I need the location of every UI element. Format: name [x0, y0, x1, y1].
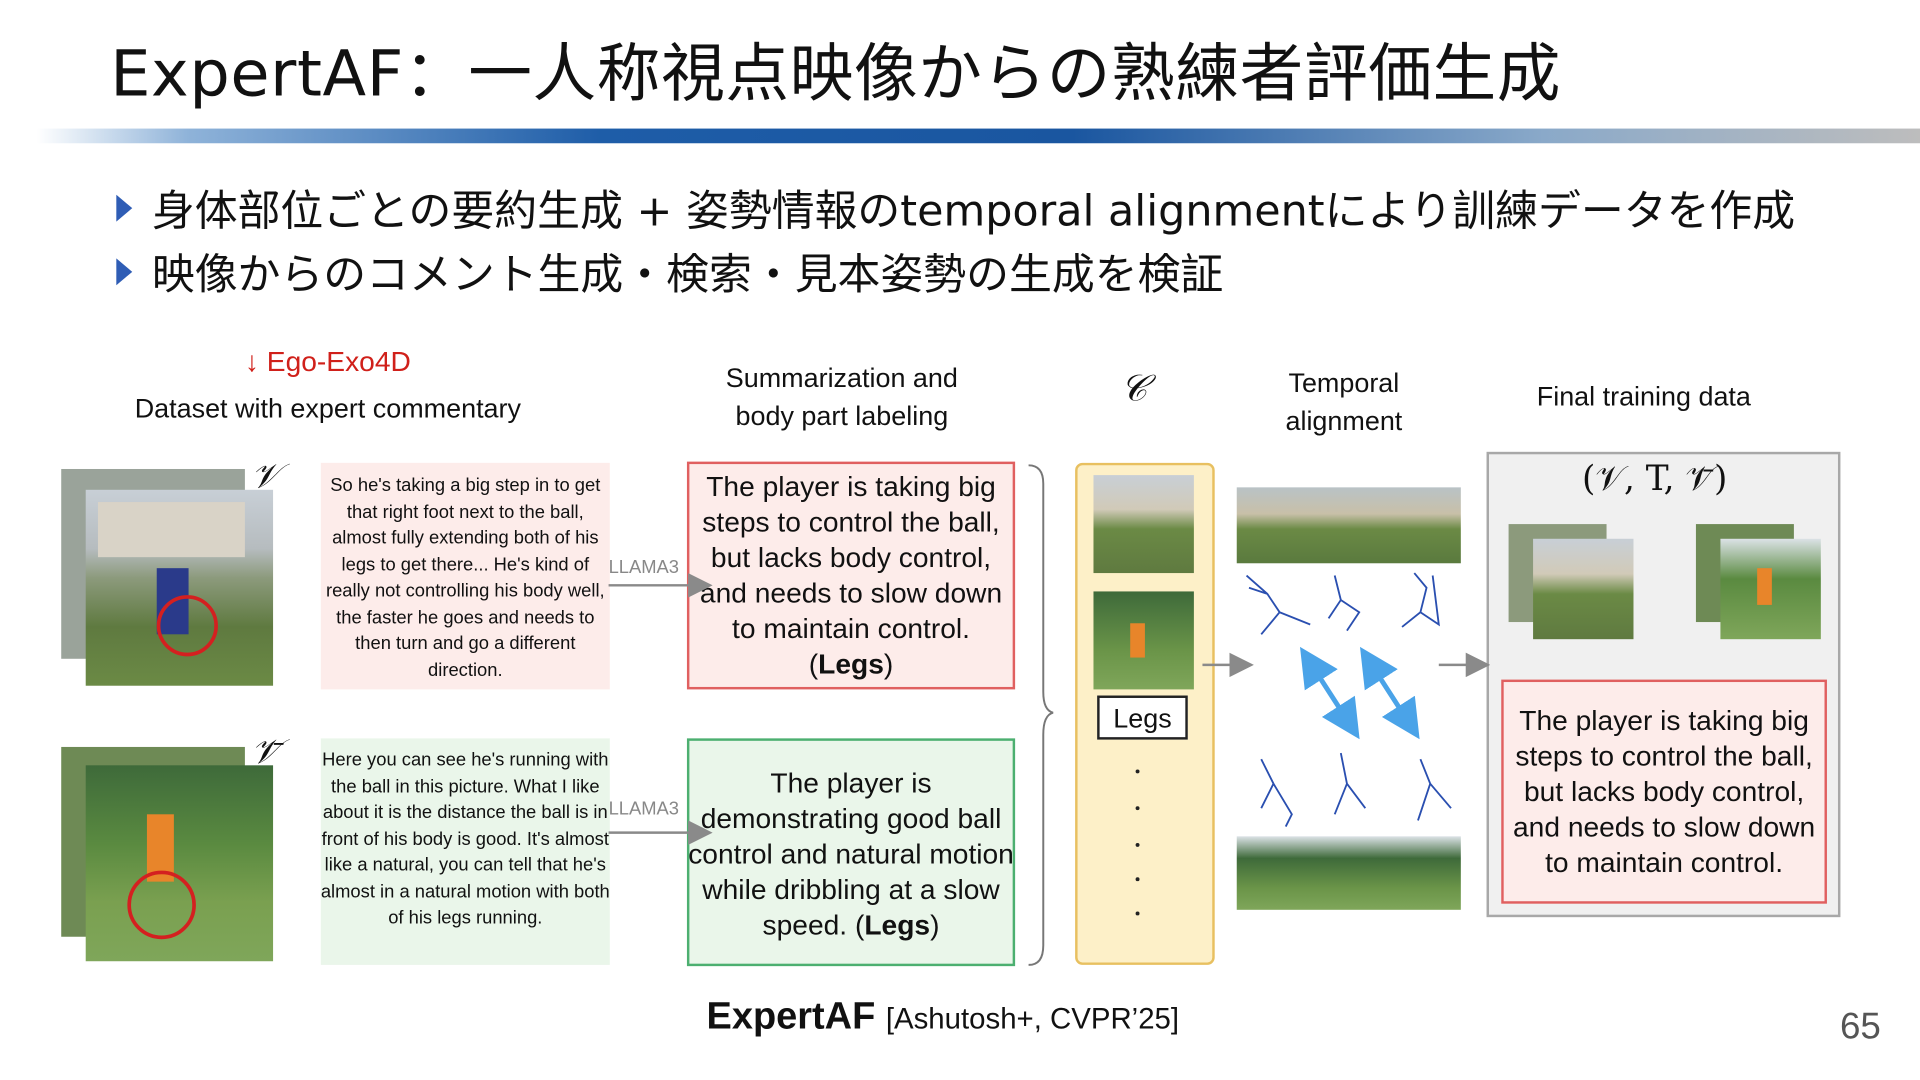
summary-bottom-text: The player is demonstrating good ball co… [688, 765, 1014, 940]
temporal-label: Temporal alignment [1285, 367, 1403, 436]
final-frame-2 [1720, 538, 1821, 640]
footer-name: ExpertAF [706, 994, 876, 1038]
commentary-bottom: Here you can see he's running with the b… [320, 749, 610, 929]
triple-symbol: (𝒱, T, 𝒱̄) [1582, 457, 1728, 499]
bullet-triangle-icon [116, 257, 133, 285]
vbar-symbol: 𝒱̄ [251, 731, 280, 772]
legs-tag-bottom: Legs [864, 907, 931, 940]
footer-cite: [Ashutosh+, CVPR’25] [885, 1002, 1180, 1036]
bullet-2-text: 映像からのコメント生成・検索・見本姿勢の生成を検証 [151, 251, 1224, 301]
summary-top-box [686, 461, 1016, 690]
c-symbol: 𝒞 [1120, 367, 1148, 411]
align-arrow-2 [1360, 646, 1420, 740]
legs-tag-top: Legs [818, 647, 884, 680]
v-symbol: 𝒱 [251, 455, 280, 496]
bullet-triangle-icon [116, 194, 133, 222]
legs-box-text: Legs [1113, 702, 1172, 733]
commentary-top-bg [320, 462, 610, 690]
final-label: Final training data [1536, 380, 1751, 412]
summary-top: The player is taking big steps to contro… [699, 470, 1003, 680]
summary-bottom: The player is demonstrating good ball co… [688, 765, 1014, 940]
brace [1028, 464, 1054, 966]
bullet-1-text: 身体部位ごとの要約生成 + 姿勢情報のtemporal alignmentにより… [151, 187, 1796, 237]
dataset-label: Dataset with expert commentary [134, 393, 521, 424]
ego-exo-label: ↓ Ego-Exo4D [244, 345, 411, 378]
skeletons-bottom [1260, 752, 1452, 827]
summary-top-text: The player is taking big steps to contro… [699, 470, 1003, 645]
temporal-frames-top [1236, 487, 1461, 564]
final-frame-1 [1533, 538, 1634, 640]
legs-label-box [1097, 695, 1188, 740]
slide-title: ExpertAF：一人称視点映像からの熟練者評価生成 [110, 37, 1562, 112]
llama-label-top: LLAMA3 [608, 557, 680, 578]
footer-citation: ExpertAF [Ashutosh+, CVPR’25] [707, 994, 1180, 1038]
c-frame-1 [1093, 475, 1194, 574]
title-underline [36, 128, 1920, 144]
c-frame-2 [1093, 591, 1194, 690]
commentary-bottom-bg [320, 738, 610, 965]
c-dots [1135, 769, 1140, 916]
commentary-top: So he's taking a big step in to get that… [325, 475, 605, 681]
video-frame-bottom [85, 765, 274, 962]
skeletons-top [1245, 572, 1440, 635]
video-frame-top [85, 489, 274, 686]
align-arrow-1 [1300, 646, 1360, 740]
bullet-1: 身体部位ごとの要約生成 + 姿勢情報のtemporal alignmentにより… [116, 176, 1795, 238]
final-text-box [1501, 679, 1827, 904]
summary-bottom-box [686, 738, 1016, 967]
page-number: 65 [1839, 1006, 1881, 1047]
summarization-label: Summarization and body part labeling [725, 362, 958, 432]
temporal-frames-bottom [1236, 836, 1461, 910]
final-text: The player is taking big steps to contro… [1513, 704, 1816, 878]
llama-label-bottom: LLAMA3 [608, 798, 680, 820]
bullet-2: 映像からのコメント生成・検索・見本姿勢の生成を検証 [116, 240, 1223, 302]
